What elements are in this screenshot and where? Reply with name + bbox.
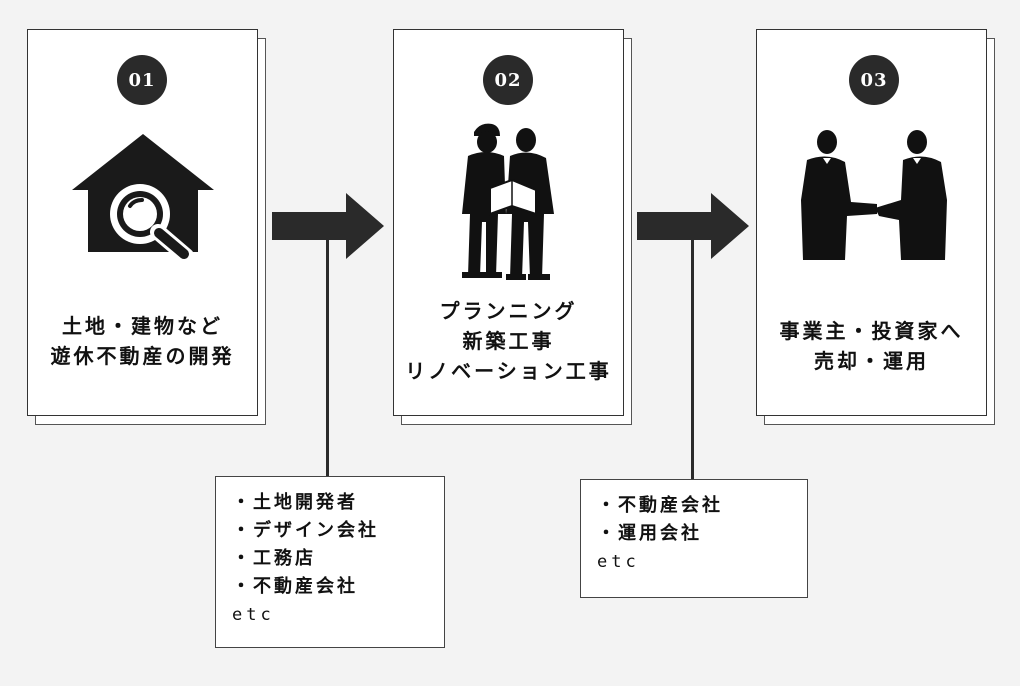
- step-1-line-1: 土地・建物など: [62, 314, 223, 338]
- step-2-text: プランニング 新築工事 リノベーション工事: [394, 296, 623, 386]
- step-1-text: 土地・建物など 遊休不動産の開発: [28, 311, 257, 371]
- workers-plan-icon: [462, 123, 554, 280]
- step-2-card: 02 プランニング 新築工事 リノベーション工事: [393, 29, 624, 416]
- partner-item: ・不動産会社: [232, 576, 358, 597]
- partner-item: ・不動産会社: [597, 495, 723, 516]
- partner-item: ・土地開発者: [232, 492, 358, 513]
- step-2-line-3: リノベーション工事: [405, 359, 612, 383]
- step-2-badge: 02: [483, 55, 533, 105]
- step-3-card: 03 事業主・投資家へ 売却・運用: [756, 29, 987, 416]
- connector-line-2: [691, 224, 694, 482]
- partner-item: ・工務店: [232, 548, 316, 569]
- partner-etc: etc: [232, 605, 275, 625]
- step-1-badge: 01: [117, 55, 167, 105]
- house-search-icon: [72, 134, 214, 264]
- partner-item: ・運用会社: [597, 523, 702, 544]
- step-3-line-1: 事業主・投資家へ: [779, 319, 964, 343]
- partner-etc: etc: [597, 552, 640, 572]
- partners-box-2: ・不動産会社 ・運用会社 etc: [580, 479, 808, 598]
- connector-line-1: [326, 224, 329, 479]
- step-3-text: 事業主・投資家へ 売却・運用: [757, 316, 986, 376]
- step-3-line-2: 売却・運用: [814, 349, 929, 373]
- partners-box-1: ・土地開発者 ・デザイン会社 ・工務店 ・不動産会社 etc: [215, 476, 445, 648]
- arrow-right-icon: [637, 193, 749, 259]
- step-3-badge: 03: [849, 55, 899, 105]
- step-1-card: 01 土地・建物など 遊休不動産の開発: [27, 29, 258, 416]
- arrow-right-icon: [272, 193, 384, 259]
- handshake-icon: [801, 130, 947, 260]
- step-2-line-2: 新築工事: [462, 329, 555, 353]
- step-1-line-2: 遊休不動産の開発: [50, 344, 235, 368]
- step-2-line-1: プランニング: [439, 299, 578, 323]
- partner-item: ・デザイン会社: [232, 520, 379, 541]
